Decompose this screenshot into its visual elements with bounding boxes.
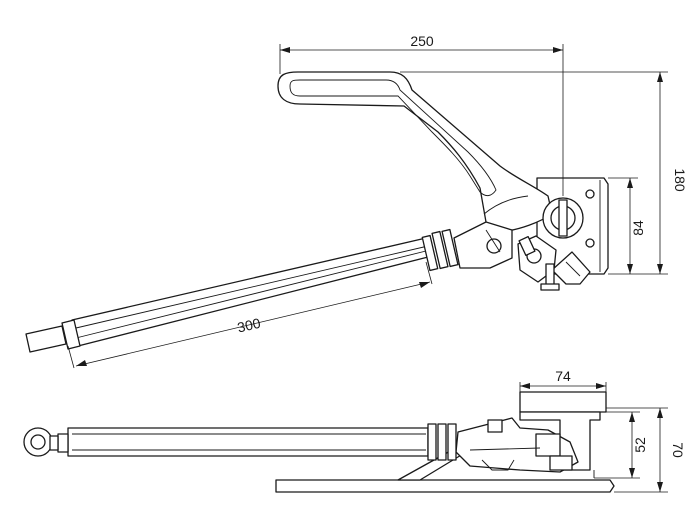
dim-rod-length: 300 (67, 261, 433, 369)
dim-70-label: 70 (670, 442, 686, 458)
dim-overall-height: 180 (400, 71, 688, 275)
pivot-hub (542, 197, 584, 239)
lever-linkage-top (455, 417, 579, 473)
link-mechanism (517, 235, 591, 291)
threaded-rod-top (57, 423, 457, 461)
dim-top-total: 70 (606, 407, 686, 493)
threaded-rod-side (25, 228, 459, 353)
dim-74-label: 74 (555, 368, 571, 384)
dim-250-label: 250 (410, 33, 434, 49)
dim-top-width: 74 (519, 368, 607, 392)
lever-handle (277, 71, 553, 233)
dim-84-label: 84 (630, 220, 646, 236)
dim-52-label: 52 (632, 437, 648, 453)
dim-300-label: 300 (236, 315, 263, 336)
clevis (453, 221, 513, 269)
dim-bracket-height: 84 (608, 177, 646, 274)
side-view (25, 71, 609, 353)
top-view (23, 391, 615, 493)
dimensions: 250 180 84 300 (67, 33, 688, 493)
eye-end (23, 427, 59, 457)
dim-180-label: 180 (672, 168, 688, 192)
dim-top-depth: 52 (594, 411, 648, 479)
dim-overall-width: 250 (279, 33, 564, 196)
